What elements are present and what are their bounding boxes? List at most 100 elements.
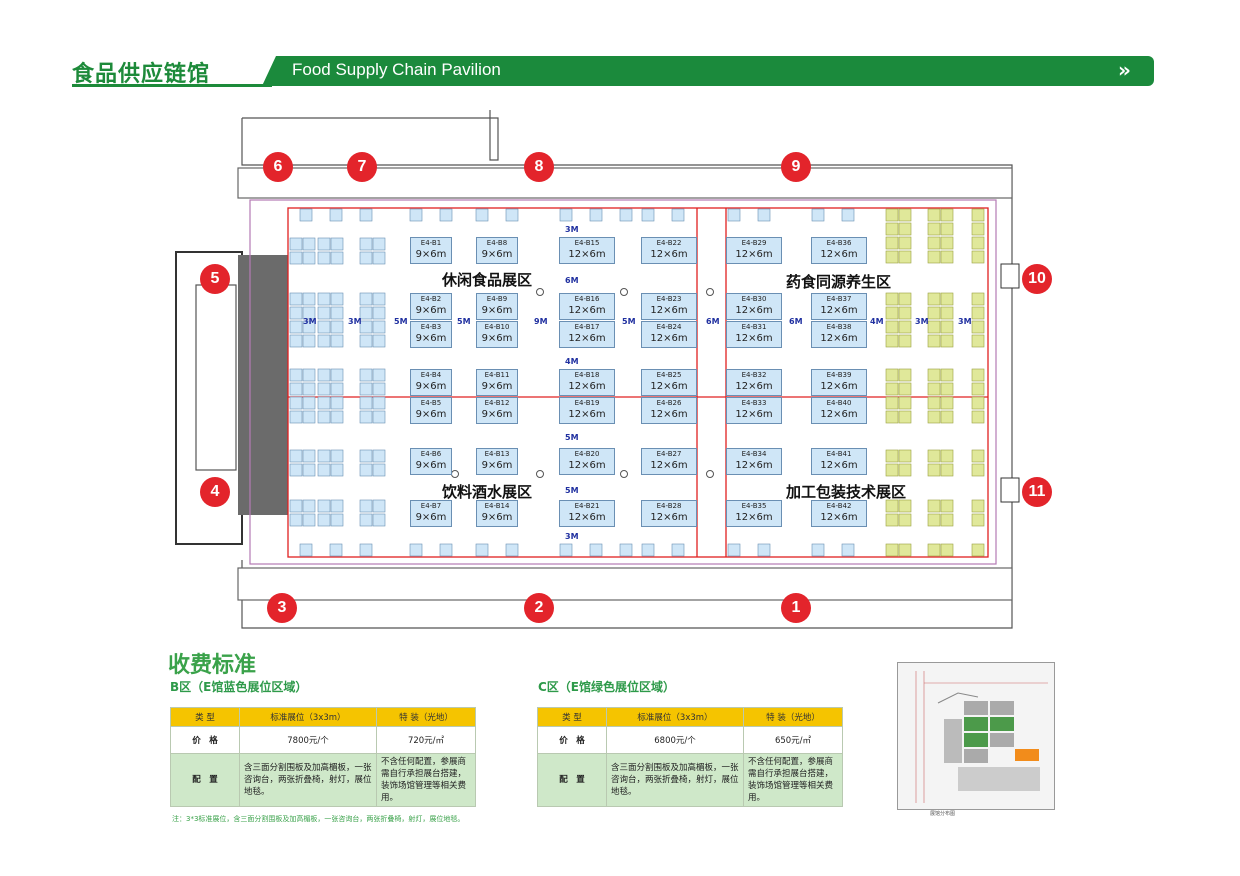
price-standard: 6800元/个: [606, 726, 744, 754]
standard-booth: [330, 334, 344, 348]
pillar: [536, 288, 544, 296]
standard-booth: [372, 513, 386, 527]
entrance-marker-3[interactable]: 3: [267, 593, 297, 623]
standard-booth: [589, 208, 603, 222]
standard-booth: [641, 208, 655, 222]
green-booth: [927, 306, 941, 320]
pillar: [620, 470, 628, 478]
standard-booth: [317, 513, 331, 527]
standard-booth: [757, 208, 771, 222]
entrance-marker-7[interactable]: 7: [347, 152, 377, 182]
entrance-marker-5[interactable]: 5: [200, 264, 230, 294]
entrance-marker-1[interactable]: 1: [781, 593, 811, 623]
green-booth: [927, 334, 941, 348]
green-booth: [971, 320, 985, 334]
standard-booth: [317, 449, 331, 463]
entrance-marker-10[interactable]: 10: [1022, 264, 1052, 294]
standard-booth: [619, 543, 633, 557]
green-booth: [898, 334, 912, 348]
entrance-marker-11[interactable]: 11: [1022, 477, 1052, 507]
aisle-label: 6M: [706, 317, 720, 326]
price-label: 价 格: [537, 726, 607, 754]
entrance-marker-9[interactable]: 9: [781, 152, 811, 182]
green-booth: [940, 513, 954, 527]
table-header: 特 装（光地）: [376, 707, 476, 727]
green-booth: [898, 410, 912, 424]
aisle-label: 6M: [789, 317, 803, 326]
table-header: 标准展位（3x3m）: [239, 707, 377, 727]
green-booth: [940, 368, 954, 382]
config-standard: 含三面分割围板及加高楣板，一张咨询台，两张折叠椅，射灯，展位地毯。: [606, 753, 744, 807]
green-booth: [927, 382, 941, 396]
entrance-marker-6[interactable]: 6: [263, 152, 293, 182]
small-booth-grid: [289, 208, 855, 557]
config-standard: 含三面分割围板及加高楣板，一张咨询台，两张折叠椅，射灯，展位地毯。: [239, 753, 377, 807]
entrance-marker-4[interactable]: 4: [200, 477, 230, 507]
fee-title: 收费标准: [168, 653, 257, 678]
aisle-label: 3M: [958, 317, 972, 326]
standard-booth: [317, 499, 331, 513]
standard-booth: [302, 251, 316, 265]
entrance-marker-2[interactable]: 2: [524, 593, 554, 623]
standard-booth: [727, 543, 741, 557]
green-booth: [971, 368, 985, 382]
standard-booth: [330, 513, 344, 527]
green-booth: [940, 449, 954, 463]
pillar: [536, 470, 544, 478]
standard-booth: [289, 306, 303, 320]
building-walls: [175, 110, 1013, 629]
green-booth: [971, 499, 985, 513]
hall-boundary: [249, 199, 997, 565]
price-raw: 720元/㎡: [376, 726, 476, 754]
aisle-label: 4M: [565, 357, 579, 366]
standard-booth: [330, 292, 344, 306]
standard-booth: [359, 251, 373, 265]
standard-booth: [289, 410, 303, 424]
green-booth: [971, 543, 985, 557]
entrance-marker-8[interactable]: 8: [524, 152, 554, 182]
green-booth: [940, 396, 954, 410]
